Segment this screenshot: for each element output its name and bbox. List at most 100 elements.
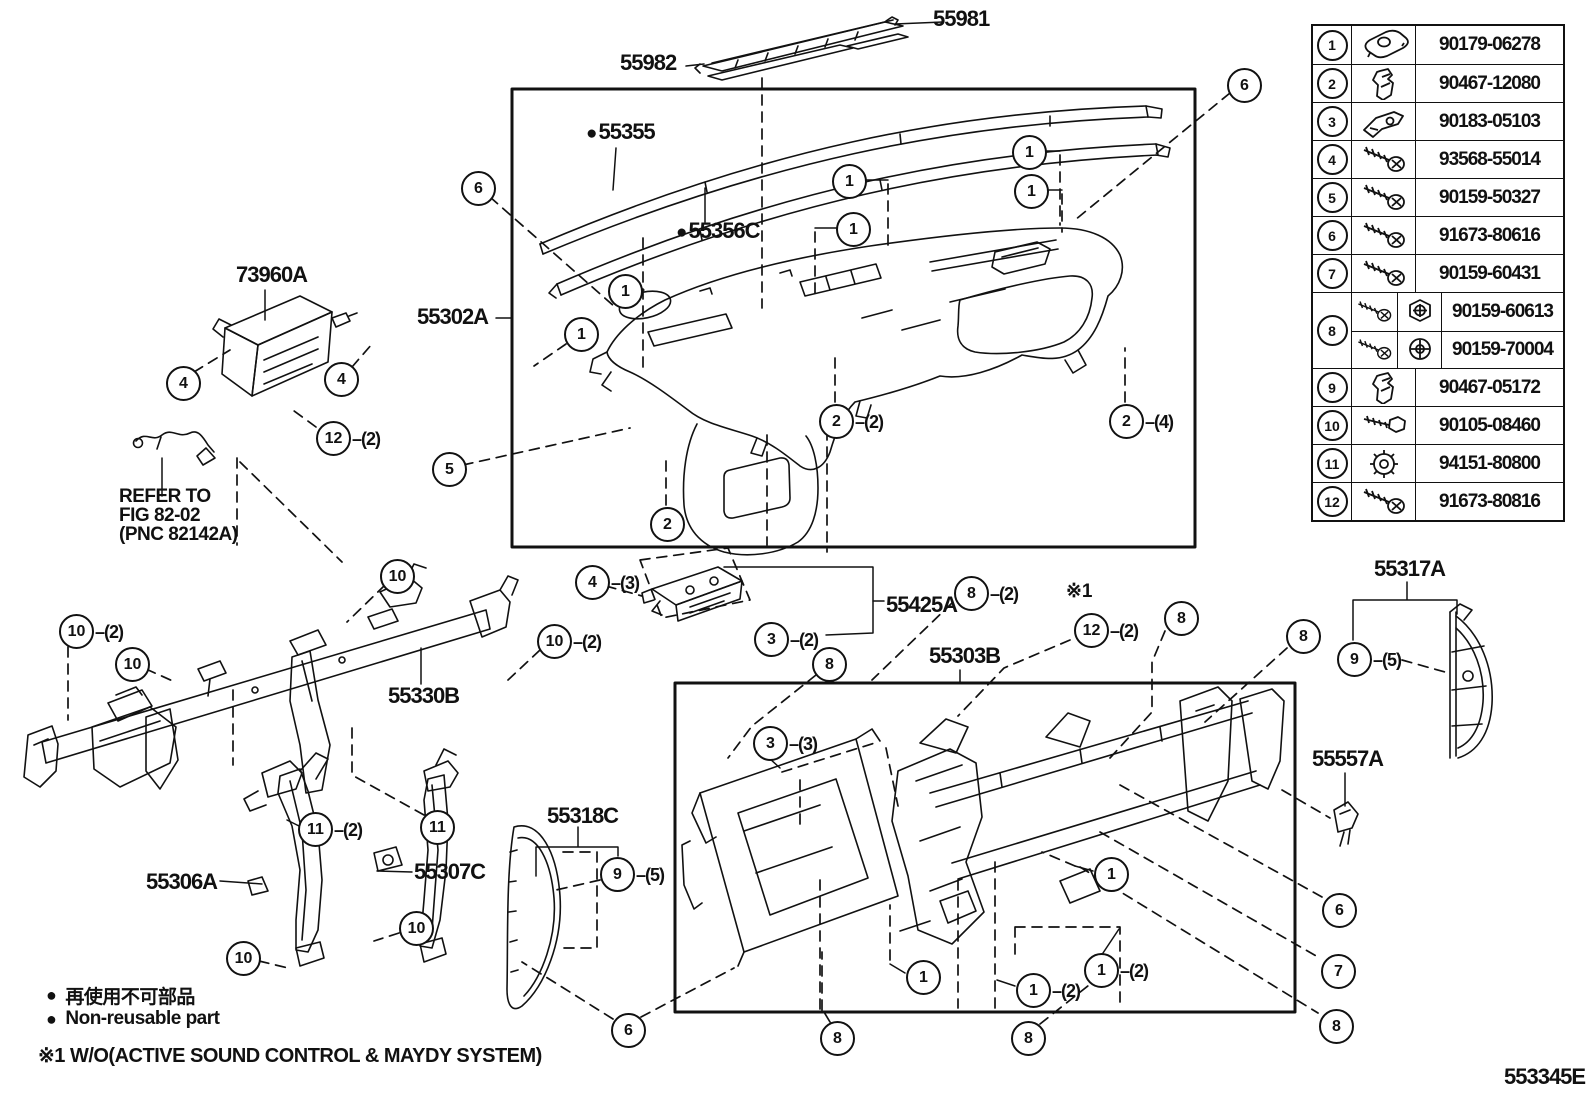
callout-8[interactable]: 8 — [812, 647, 847, 682]
callout-2[interactable]: 2–(2) — [819, 404, 884, 439]
callout-10[interactable]: 10 — [380, 559, 415, 594]
callout-1[interactable]: 1 — [1094, 857, 1129, 892]
callout-1[interactable]: 1 — [836, 212, 871, 247]
part-label-73960A[interactable]: 73960A — [236, 264, 308, 286]
part-label-55317A[interactable]: 55317A — [1374, 558, 1446, 580]
callout-number: 5 — [1316, 182, 1348, 213]
screw-icon — [1352, 255, 1416, 292]
callout-5[interactable]: 5 — [432, 452, 467, 487]
callout-8[interactable]: 8 — [1011, 1021, 1046, 1056]
part-label-55330B[interactable]: 55330B — [388, 685, 460, 707]
callout-number: 9 — [1316, 372, 1348, 403]
callout-1[interactable]: 1 — [608, 274, 643, 309]
callout-number: 6 — [611, 1013, 646, 1048]
parts-table-row-5[interactable]: 5 90159-50327 — [1313, 178, 1563, 216]
callout-1[interactable]: 1 — [832, 164, 867, 199]
callout-number: 8 — [1286, 619, 1321, 654]
callout-11[interactable]: 11–(2) — [298, 812, 363, 847]
callout-quantity: –(4) — [1145, 411, 1174, 432]
callout-6[interactable]: 6 — [461, 171, 496, 206]
callout-8[interactable]: 8 — [1319, 1009, 1354, 1044]
callout-4[interactable]: 4–(3) — [575, 565, 640, 600]
callout-12[interactable]: 12–(2) — [1074, 613, 1139, 648]
callout-10[interactable]: 10–(2) — [537, 624, 602, 659]
callout-9[interactable]: 9–(5) — [1337, 642, 1402, 677]
screw-icon — [1352, 217, 1416, 254]
callout-number: 10 — [59, 614, 94, 649]
callout-12[interactable]: 12–(2) — [316, 421, 381, 456]
part-label-55982[interactable]: 55982 — [620, 52, 677, 74]
callout-number: 10 — [380, 559, 415, 594]
callout-6[interactable]: 6 — [1322, 893, 1357, 928]
part-number: 90159-50327 — [1439, 186, 1541, 208]
callout-10[interactable]: 10 — [226, 941, 261, 976]
callout-number: 2 — [1109, 404, 1144, 439]
callout-1[interactable]: 1 — [564, 317, 599, 352]
table-callout-cell: 7 — [1313, 255, 1352, 292]
callout-10[interactable]: 10 — [115, 647, 150, 682]
callout-9[interactable]: 9–(5) — [600, 857, 665, 892]
part-label-text: 55307C — [414, 859, 486, 884]
callout-1[interactable]: 1 — [906, 960, 941, 995]
callout-number: 11 — [1316, 448, 1348, 479]
part-label-55302A[interactable]: 55302A — [417, 306, 489, 328]
callout-number: 3 — [1316, 106, 1348, 137]
callout-6[interactable]: 6 — [1227, 68, 1262, 103]
callout-number: 1 — [1084, 953, 1119, 988]
callout-3[interactable]: 3–(2) — [754, 622, 819, 657]
part-label-text: 55303B — [929, 643, 1001, 668]
part-label-55981[interactable]: 55981 — [933, 8, 990, 30]
callout-number: 3 — [754, 622, 789, 657]
table-callout-cell: 4 — [1313, 141, 1352, 178]
part-label-55303B[interactable]: 55303B — [929, 643, 1001, 668]
part-label-55307C[interactable]: 55307C — [414, 859, 486, 884]
callout-1[interactable]: 1 — [1014, 174, 1049, 209]
callout-1[interactable]: 1–(2) — [1016, 973, 1081, 1008]
callout-4[interactable]: 4 — [324, 362, 359, 397]
part-label-55318C[interactable]: 55318C — [547, 805, 619, 827]
lower-assembly-box — [673, 681, 1297, 1014]
callout-number: 6 — [1227, 68, 1262, 103]
part-55303B-drawing — [681, 686, 1285, 967]
callout-8[interactable]: 8–(2) — [954, 576, 1019, 611]
bolt-icon — [1352, 407, 1416, 444]
callout-6[interactable]: 6 — [611, 1013, 646, 1048]
callout-8[interactable]: 8 — [820, 1021, 855, 1056]
callout-1[interactable]: 1 — [1012, 135, 1047, 170]
table-callout-cell: 11 — [1313, 445, 1352, 482]
part-label-55356C[interactable]: ●55356C — [676, 220, 761, 243]
part-label-55425A[interactable]: 55425A — [886, 594, 958, 616]
part-label-55306A[interactable]: 55306A — [146, 871, 218, 893]
callout-number: 2 — [1316, 68, 1348, 99]
callout-8[interactable]: 8 — [1164, 601, 1199, 636]
part-55355-drawing — [539, 105, 1163, 255]
callout-10[interactable]: 10–(2) — [59, 614, 124, 649]
part-label-55355[interactable]: ●55355 — [586, 121, 656, 144]
callout-1[interactable]: 1–(2) — [1084, 953, 1149, 988]
part-label-55557A[interactable]: 55557A — [1312, 748, 1384, 770]
callout-11[interactable]: 11 — [420, 810, 455, 845]
screw-icon — [1352, 331, 1398, 368]
non-reusable-dot-icon: ● — [46, 1008, 57, 1029]
callout-8[interactable]: 8 — [1286, 619, 1321, 654]
legend-text-jp: 再使用不可部品 — [65, 987, 195, 1008]
callout-4[interactable]: 4 — [166, 366, 201, 401]
callout-3[interactable]: 3–(3) — [753, 726, 818, 761]
callout-2[interactable]: 2–(4) — [1109, 404, 1174, 439]
callout-10[interactable]: 10 — [399, 911, 434, 946]
table-callout-cell: 8 — [1313, 293, 1352, 368]
callout-2[interactable]: 2 — [650, 507, 685, 542]
callout-7[interactable]: 7 — [1321, 954, 1356, 989]
